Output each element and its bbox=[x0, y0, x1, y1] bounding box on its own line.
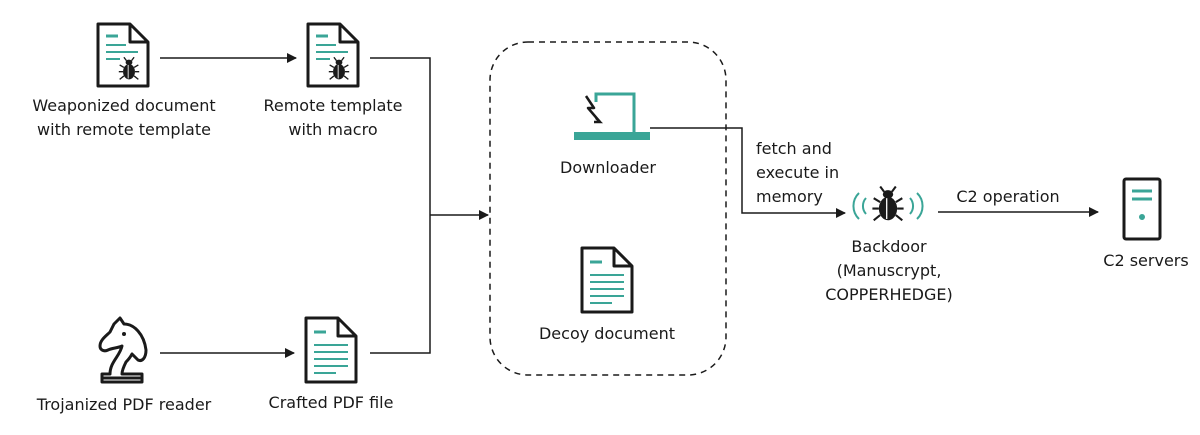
chess-knight-icon bbox=[98, 316, 148, 384]
malicious-document-icon bbox=[306, 22, 360, 88]
weaponized-document-label: Weaponized document with remote template bbox=[32, 96, 216, 139]
trojanized-pdf-reader-label: Trojanized PDF reader bbox=[36, 395, 212, 414]
decoy-document-label: Decoy document bbox=[538, 324, 676, 343]
payload-group-box bbox=[489, 41, 727, 376]
c2-operation-label: C2 operation bbox=[956, 187, 1060, 206]
crafted-pdf-file-label: Crafted PDF file bbox=[268, 393, 394, 412]
bug-broadcast-icon bbox=[852, 185, 924, 222]
document-icon bbox=[304, 316, 358, 384]
fetch-execute-label: fetch and execute in memory bbox=[756, 139, 840, 206]
downloader-label: Downloader bbox=[560, 158, 656, 177]
malicious-document-icon bbox=[96, 22, 150, 88]
arrow-downloader-to-backdoor bbox=[650, 127, 846, 218]
remote-template-label: Remote template with macro bbox=[263, 96, 403, 139]
laptop-download-icon bbox=[574, 92, 650, 140]
document-icon bbox=[580, 246, 634, 314]
server-icon bbox=[1122, 177, 1162, 241]
connector-template-to-merge bbox=[370, 57, 431, 354]
backdoor-label: Backdoor (Manuscrypt, COPPERHEDGE) bbox=[825, 237, 953, 304]
c2-servers-label: C2 servers bbox=[1103, 251, 1189, 270]
